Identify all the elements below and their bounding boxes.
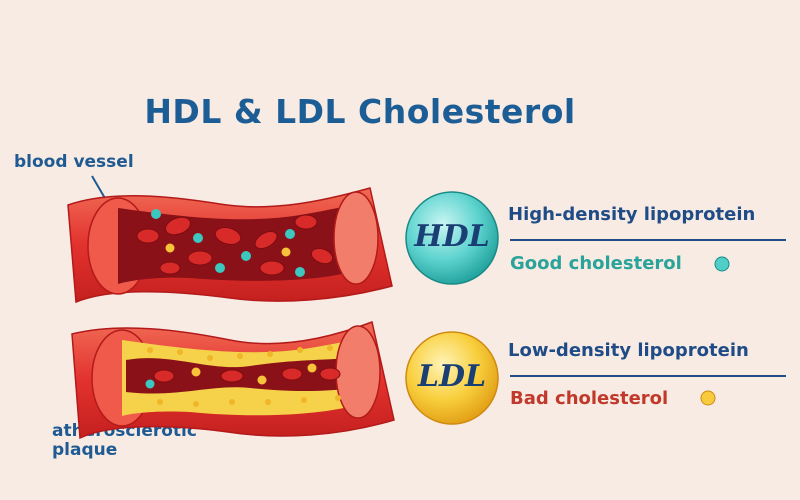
hdl-description: Good cholesterol xyxy=(510,253,682,274)
hdl-divider xyxy=(510,239,786,241)
hdl-badge-label: HDL xyxy=(414,219,490,254)
ldl-description: Bad cholesterol xyxy=(510,388,669,409)
vessel-cut-end xyxy=(333,191,379,285)
hdl-particle-icon xyxy=(145,379,155,389)
blood-vessel-pointer xyxy=(91,175,107,201)
ldl-divider xyxy=(510,375,786,377)
hdl-badge xyxy=(405,191,499,285)
hdl-name: High-density lipoprotein xyxy=(508,204,756,225)
blood-vessel-label: blood vessel xyxy=(14,152,134,172)
vessel-cut-end xyxy=(335,325,381,419)
page-title: HDL & LDL Cholesterol xyxy=(144,92,576,131)
healthy-vessel xyxy=(67,187,393,304)
red-blood-cell-icon xyxy=(153,367,341,383)
ldl-name: Low-density lipoprotein xyxy=(508,340,749,361)
ldl-badge-label: LDL xyxy=(417,359,487,394)
plaque-vessel xyxy=(71,320,395,440)
hdl-particle-icon xyxy=(151,209,305,277)
hdl-dot-icon xyxy=(714,256,730,272)
plaque-texture xyxy=(147,345,341,407)
ldl-particle-icon xyxy=(191,363,317,385)
red-blood-cell-icon xyxy=(136,214,334,276)
ldl-dot-icon xyxy=(700,390,716,406)
ldl-particle-icon xyxy=(165,243,291,257)
ldl-badge xyxy=(405,331,499,425)
